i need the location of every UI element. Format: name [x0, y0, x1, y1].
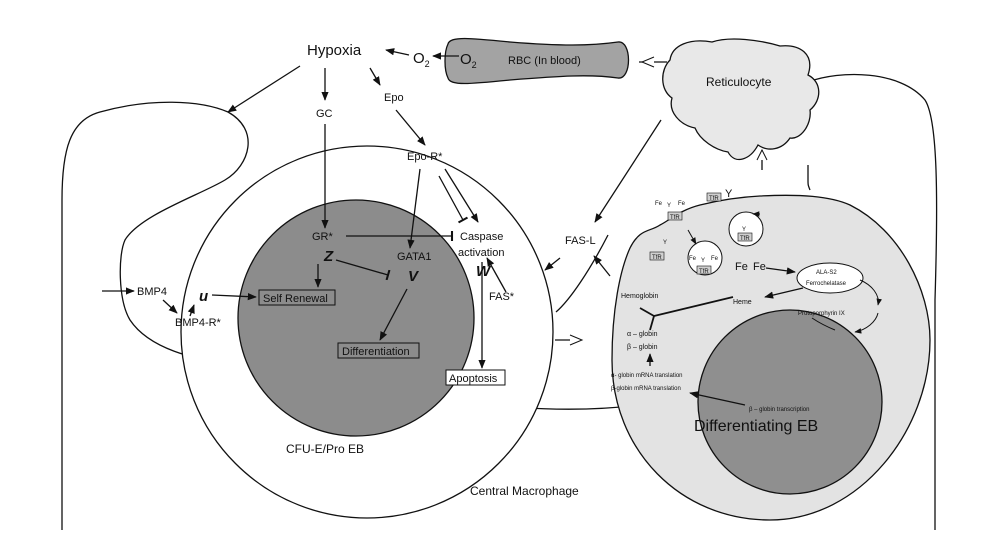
epo-label: Epo — [384, 92, 404, 104]
bmp4-label: BMP4 — [137, 286, 167, 298]
tf-y-1: Y — [667, 203, 671, 209]
beta-transcription-label: β – globin transcription — [749, 407, 809, 413]
variable-v: V — [408, 268, 420, 285]
o2-label-1: O2 — [413, 50, 430, 69]
cfu-e-label: CFU-E/Pro EB — [286, 442, 364, 456]
tf-y-5: Y — [701, 258, 705, 264]
ferrochelatase-label: Ferrochelatase — [806, 281, 847, 287]
heme-label: Heme — [733, 299, 752, 306]
fe-1: Fe — [655, 201, 663, 207]
connectors — [102, 48, 882, 406]
variable-z: Z — [323, 248, 334, 265]
tfr-box-1 — [667, 211, 683, 221]
differentiating-eb-label: Differentiating EB — [694, 418, 818, 435]
rbc-shape — [444, 37, 630, 85]
gata1-label: GATA1 — [397, 251, 431, 263]
tfr-4: TfR — [652, 255, 662, 261]
self-renewal-box — [258, 289, 336, 306]
tfr-box-4 — [649, 251, 665, 261]
reticulocyte-label: Reticulocyte — [706, 75, 772, 89]
tf-y-4: Y — [663, 240, 667, 246]
cfu-e-nucleus — [237, 199, 475, 437]
hemoglobin-label: Hemoglobin — [621, 293, 658, 300]
tf-y-2: Y — [725, 188, 733, 200]
fe-2: Fe — [678, 201, 686, 207]
caspase-label-1: Caspase — [460, 231, 503, 243]
caspase-label-2: activation — [458, 247, 504, 259]
differentiating-eb-nucleus — [697, 309, 883, 495]
fe-3: Fe — [689, 256, 697, 262]
tfr-2: TfR — [709, 196, 719, 202]
beta-mrna-label: β-globin mRNA translation — [611, 386, 681, 392]
fas-label: FAS* — [489, 291, 515, 303]
gr-label: GR* — [312, 231, 334, 243]
alpha-mrna-label: α- globin mRNA translation — [611, 373, 683, 379]
mitochondrion — [796, 262, 864, 294]
fas-l-label: FAS-L — [565, 235, 596, 247]
variable-w: W — [476, 263, 492, 280]
rbc-label: RBC (In blood) — [508, 55, 581, 67]
central-macrophage-label: Central Macrophage — [470, 484, 579, 498]
protoporphyrin-label: Protoporphyrin IX — [798, 311, 845, 317]
tfr-box-5 — [696, 265, 712, 275]
tfr-box-3 — [737, 232, 753, 242]
gc-label: GC — [316, 108, 333, 120]
fe-6: Fe — [753, 261, 766, 273]
reticulocyte-shape — [662, 38, 820, 161]
differentiation-box — [337, 342, 420, 359]
apoptosis-box — [445, 369, 506, 386]
tfr-1: TfR — [670, 215, 680, 221]
tfr-5: TfR — [699, 269, 709, 275]
tfr-3: TfR — [740, 236, 750, 242]
self-renewal-label: Self Renewal — [263, 293, 328, 305]
endosome-1 — [728, 211, 764, 247]
bmp4-r-label: BMP4-R* — [175, 317, 222, 329]
epo-r-label: Epo-R* — [407, 151, 443, 163]
differentiation-label: Differentiation — [342, 346, 410, 358]
variable-u: u — [199, 288, 208, 305]
o2-label-2: O2 — [460, 51, 477, 70]
fe-5: Fe — [735, 261, 748, 273]
endosome-2 — [687, 240, 723, 276]
hypoxia-label: Hypoxia — [307, 42, 362, 59]
fe-4: Fe — [711, 256, 719, 262]
ala-s2-label: ALA-S2 — [816, 270, 837, 276]
beta-globin-label: β – globin — [627, 344, 658, 351]
alpha-globin-label: α – globin — [627, 331, 658, 338]
apoptosis-label: Apoptosis — [449, 373, 498, 385]
tf-y-3: Y — [742, 227, 746, 233]
tfr-box-2 — [706, 192, 722, 202]
